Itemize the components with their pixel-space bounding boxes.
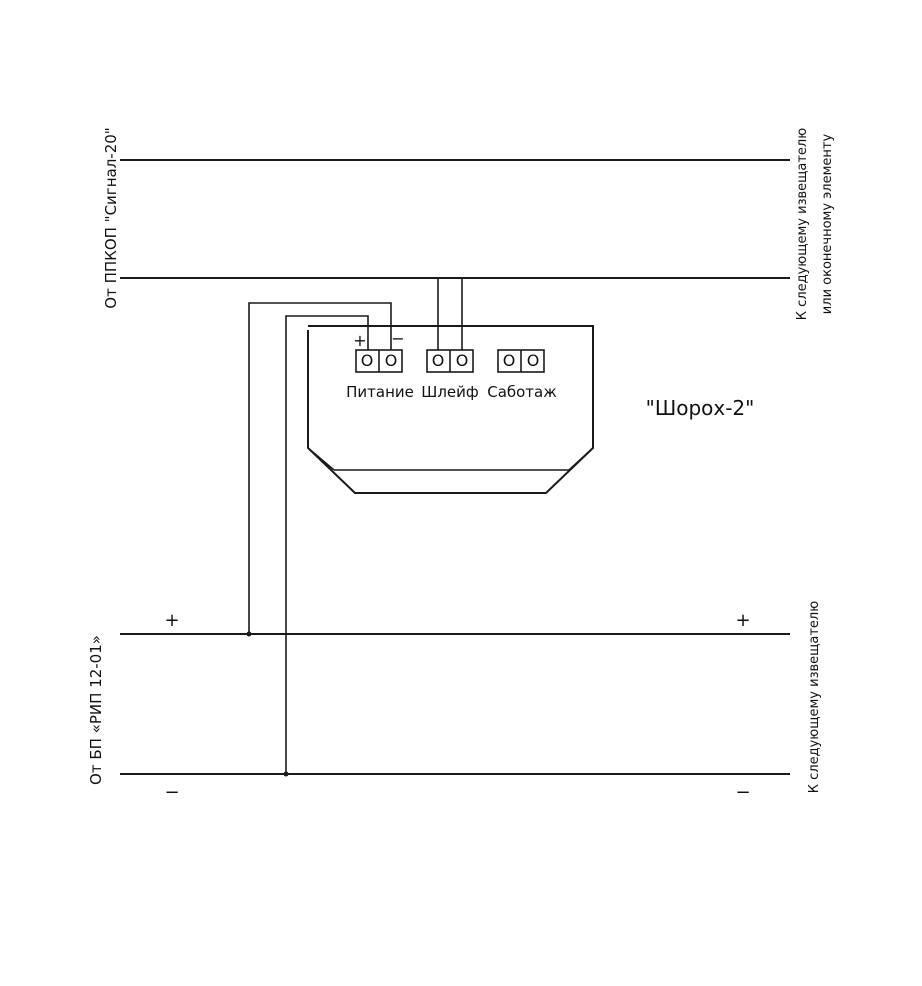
label-to-next-detector-bottom: К следующему извещателю [807,601,822,793]
terminal-label-power: Питание [346,383,414,401]
terminal-glyph: O [432,351,445,370]
terminal-label-loop: Шлейф [421,383,478,401]
label-to-next-detector-top-1: К следующему извещателю [795,128,810,320]
polarity-plus-left: + [164,610,179,631]
label-to-next-detector-top-2: или оконечному элементу [820,134,835,315]
polarity-minus-right: − [735,782,750,803]
polarity-minus-left: − [164,782,179,803]
terminal-glyph: O [385,351,398,370]
label-from-panel: От ППКОП "Сигнал-20" [102,127,120,308]
power-minus-wire [285,315,369,774]
terminal-glyph: O [456,351,469,370]
polarity-plus-right: + [735,610,750,631]
terminal-glyph: O [361,351,374,370]
device-name: "Шорох-2" [646,396,755,420]
terminal-glyph: O [527,351,540,370]
junction-minus [283,771,289,777]
junction-plus [246,631,252,637]
terminal-block-loop: O O [426,349,474,373]
label-from-psu: От БП «РИП 12-01» [87,635,105,785]
terminal-block-power: O O [355,349,403,373]
power-minus-mark: − [391,329,404,348]
terminal-block-tamper: O O [497,349,545,373]
power-plus-mark: + [353,331,366,350]
terminal-label-tamper: Саботаж [487,383,557,401]
detector-body [307,325,594,494]
terminal-glyph: O [503,351,516,370]
